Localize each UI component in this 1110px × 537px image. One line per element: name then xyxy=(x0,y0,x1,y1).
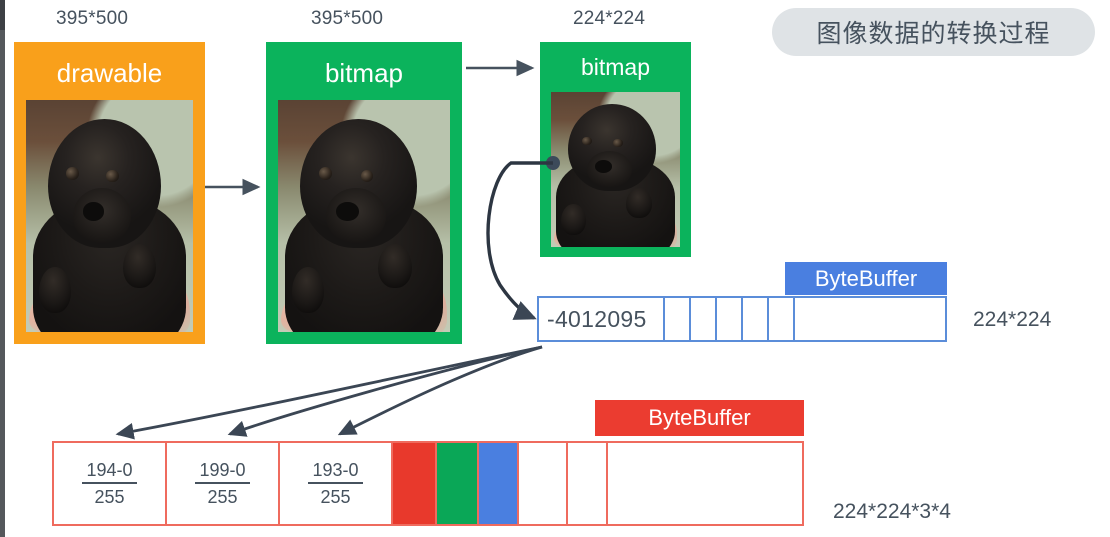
float-buffer-cell-fraction[interactable]: 199-0 255 xyxy=(167,443,280,524)
int-buffer-cell-empty[interactable] xyxy=(717,298,743,340)
caption-bitmap-scaled-size: 224*224 xyxy=(573,8,646,29)
fraction-1-denominator: 255 xyxy=(207,487,238,507)
card-drawable[interactable]: drawable xyxy=(14,42,205,344)
int-buffer-cell-empty[interactable] xyxy=(665,298,691,340)
float-bytebuffer-row[interactable]: 194-0 255 199-0 255 193-0 255 xyxy=(52,441,804,526)
int-buffer-cell-remainder[interactable] xyxy=(795,298,945,340)
int-buffer-cell-value[interactable]: -4012095 xyxy=(539,298,665,340)
photo-puppy-bitmap-scaled xyxy=(551,92,680,247)
float-buffer-cell-empty[interactable] xyxy=(519,443,568,524)
diagram-title-pill: 图像数据的转换过程 xyxy=(772,8,1095,56)
diagram-title-text: 图像数据的转换过程 xyxy=(816,20,1051,48)
float-buffer-cell-fraction[interactable]: 193-0 255 xyxy=(280,443,393,524)
card-bitmap-scaled-label: bitmap xyxy=(580,54,651,80)
fraction-2: 193-0 255 xyxy=(308,459,363,509)
arrow-int-to-float-2 xyxy=(337,345,543,436)
fraction-0-denominator: 255 xyxy=(94,487,125,507)
fraction-2-numerator: 193-0 xyxy=(308,459,363,484)
card-bitmap-scaled[interactable]: bitmap xyxy=(540,42,691,257)
int-bytebuffer-row[interactable]: -4012095 xyxy=(537,296,947,342)
caption-int-buffer-size: 224*224 xyxy=(973,308,1052,331)
float-buffer-cell-red-channel[interactable] xyxy=(393,443,437,524)
int-buffer-cell-empty[interactable] xyxy=(691,298,717,340)
fraction-0-numerator: 194-0 xyxy=(82,459,137,484)
int-buffer-cell-empty[interactable] xyxy=(743,298,769,340)
float-buffer-cell-fraction[interactable]: 194-0 255 xyxy=(54,443,167,524)
int-buffer-cell-empty[interactable] xyxy=(769,298,795,340)
fraction-0: 194-0 255 xyxy=(82,459,137,509)
arrow-int-to-float-0 xyxy=(115,345,543,440)
float-buffer-cell-blue-channel[interactable] xyxy=(479,443,519,524)
caption-drawable-size: 395*500 xyxy=(56,8,129,29)
float-buffer-cell-green-channel[interactable] xyxy=(437,443,479,524)
fraction-2-denominator: 255 xyxy=(320,487,351,507)
arrow-int-to-float-1 xyxy=(227,345,543,437)
card-bitmap-full[interactable]: bitmap xyxy=(266,42,462,344)
window-edge-strip xyxy=(0,0,5,537)
fraction-1-numerator: 199-0 xyxy=(195,459,250,484)
fraction-1: 199-0 255 xyxy=(195,459,250,509)
caption-bitmap-full-size: 395*500 xyxy=(311,8,384,29)
float-buffer-cell-remainder[interactable] xyxy=(608,443,802,524)
bytebuffer-tag-int: ByteBuffer xyxy=(785,262,947,295)
caption-float-buffer-size: 224*224*3*4 xyxy=(833,500,951,523)
card-bitmap-full-label: bitmap xyxy=(324,58,404,88)
float-buffer-cell-empty[interactable] xyxy=(568,443,608,524)
card-drawable-label: drawable xyxy=(56,58,163,88)
photo-puppy-bitmap-full xyxy=(278,100,450,332)
bytebuffer-tag-float: ByteBuffer xyxy=(595,400,804,436)
photo-puppy-drawable xyxy=(26,100,193,332)
